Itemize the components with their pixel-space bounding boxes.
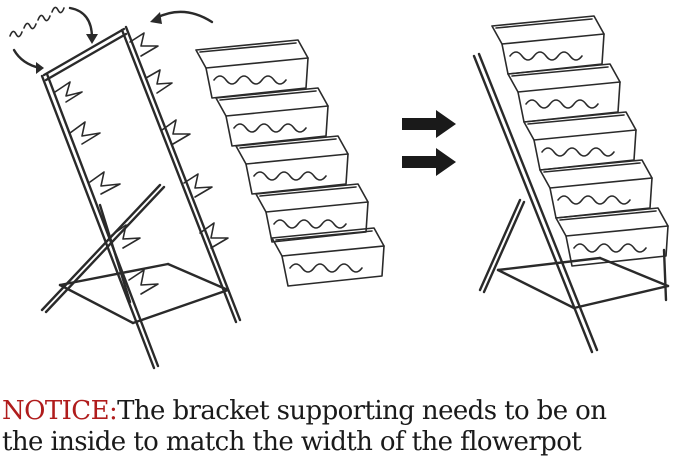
planter: [523, 111, 637, 171]
notice-line-1: NOTICE:The bracket supporting needs to b…: [2, 396, 677, 427]
curved-arrow-icon: [12, 6, 214, 74]
planter: [215, 87, 329, 147]
assembly-diagram: [9, 6, 670, 370]
planter: [271, 227, 385, 287]
planter: [507, 63, 621, 123]
empty-stand-frame: [40, 25, 242, 370]
planter: [491, 15, 605, 75]
notice-line-2: the inside to match the width of the flo…: [2, 427, 582, 457]
stacked-planters: [195, 39, 385, 287]
notice-line-1-text: The bracket supporting needs to be on: [117, 396, 607, 426]
front-leg-brackets: [54, 81, 159, 295]
s-hook-icon: [9, 6, 65, 38]
planter: [539, 159, 653, 219]
assembled-planters: [491, 15, 669, 267]
notice-label: NOTICE:: [2, 396, 118, 426]
notice-text: NOTICE:The bracket supporting needs to b…: [2, 396, 677, 458]
planter: [235, 135, 349, 195]
planter: [555, 207, 669, 267]
rear-leg-brackets: [129, 32, 229, 249]
double-right-arrow-icon: [402, 110, 456, 176]
assembled-stand-frame: [472, 52, 670, 354]
planter: [195, 39, 309, 99]
planter: [255, 183, 369, 243]
